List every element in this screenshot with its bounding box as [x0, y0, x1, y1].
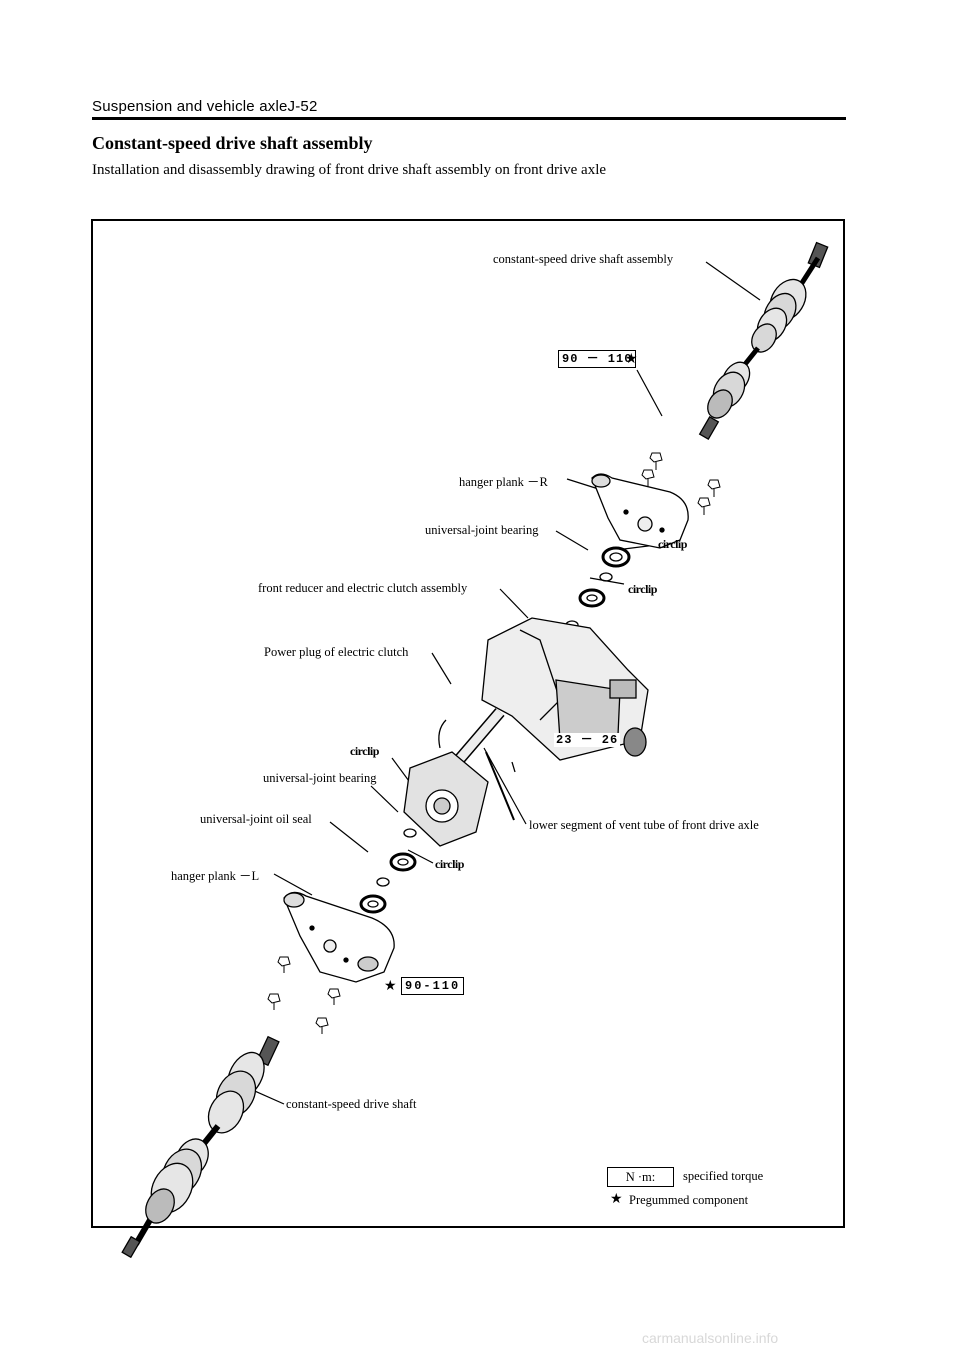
label-circlip-1: circlip — [658, 537, 687, 551]
label-circlip-3: circlip — [350, 744, 379, 758]
clutch-housing — [403, 719, 489, 847]
label-power-plug: Power plug of electric clutch — [264, 645, 409, 659]
leader-reducer — [499, 588, 529, 619]
bearings-bottom — [359, 828, 417, 914]
leader-torque-top — [636, 369, 663, 417]
leader-vent-tube — [483, 747, 527, 825]
diagram-frame — [91, 219, 845, 1228]
header-rule — [92, 117, 846, 120]
pregummed-star-icon: ★ — [384, 979, 397, 994]
label-circlip-2: circlip — [628, 582, 657, 596]
watermark: carmanualsonline.info — [642, 1330, 779, 1346]
torque-middle: 23 － 26 — [554, 733, 621, 747]
label-ujoint-oil-seal: universal-joint oil seal — [200, 812, 312, 826]
label-ujoint-bearing-top: universal-joint bearing — [425, 523, 539, 537]
label-ujoint-bearing-mid: universal-joint bearing — [263, 771, 377, 785]
hanger-plank-r — [591, 473, 689, 549]
label-hanger-plank-r: hanger plank －R — [459, 475, 548, 489]
leader-ujb-top — [555, 530, 589, 551]
label-circlip-4: circlip — [435, 857, 464, 871]
page-subtitle: Installation and disassembly drawing of … — [92, 162, 607, 178]
bolts-bottom — [267, 956, 341, 1034]
leader-power-plug — [431, 652, 452, 685]
label-front-reducer: front reducer and electric clutch assemb… — [258, 581, 468, 595]
legend-star-icon: ★ — [610, 1192, 623, 1207]
label-vent-tube: lower segment of vent tube of front driv… — [529, 818, 759, 832]
leader-hanger-l — [273, 873, 313, 896]
leader-ujb-mid — [370, 785, 399, 813]
page-header: Suspension and vehicle axleJ-52 — [92, 98, 318, 115]
label-cv-shaft: constant-speed drive shaft — [286, 1097, 417, 1111]
bolts-top — [641, 452, 721, 515]
page-title: Constant-speed drive shaft assembly — [92, 133, 373, 153]
torque-bottom: 90-110 — [401, 977, 465, 995]
label-cv-shaft-assembly: constant-speed drive shaft assembly — [493, 252, 674, 266]
cv-shaft-bottom — [121, 1035, 280, 1259]
pregummed-star-icon: ★ — [625, 352, 638, 367]
hanger-plank-l — [283, 891, 395, 983]
torque-top: 90 － 110 — [558, 350, 637, 368]
label-hanger-plank-l: hanger plank －L — [171, 869, 260, 883]
leader-oil-seal — [329, 821, 369, 853]
leader-cv-assembly — [705, 261, 761, 301]
legend-star-desc: Pregummed component — [629, 1193, 749, 1207]
bearings-top — [565, 546, 631, 630]
front-reducer-assembly — [447, 617, 649, 821]
legend-unit-desc: specified torque — [683, 1169, 764, 1183]
legend-unit-box: N ·m: — [607, 1167, 674, 1187]
leader-circlip-4 — [407, 849, 434, 864]
cv-shaft-assembly-top — [698, 241, 829, 441]
